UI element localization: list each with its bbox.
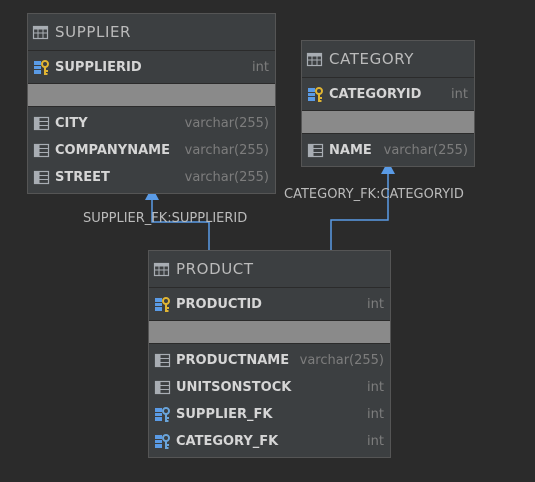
supplier-table-title: SUPPLIER [55,23,132,41]
foreign-key-icon [155,434,170,449]
primary-key-icon [34,60,49,75]
column-row-companyname[interactable]: COMPANYNAME varchar(255) [28,137,275,164]
foreign-key-icon [155,407,170,422]
column-name: PRODUCTNAME [176,353,290,368]
column-name: STREET [55,170,110,185]
column-row-city[interactable]: CITY varchar(255) [28,110,275,137]
column-icon [33,170,50,185]
column-row-categoryid[interactable]: CATEGORYID int [302,81,474,108]
column-type: varchar(255) [184,143,269,158]
column-name: PRODUCTID [176,297,262,312]
column-row-productname[interactable]: PRODUCTNAME varchar(255) [149,347,390,374]
column-row-name[interactable]: NAME varchar(255) [302,137,474,164]
column-name: SUPPLIERID [55,60,142,75]
column-icon [33,143,50,158]
category-table-title: CATEGORY [329,50,415,68]
category-table[interactable]: CATEGORY CATEGORYID int [301,40,475,167]
section-divider [302,111,474,134]
column-icon [33,116,50,131]
column-name: CATEGORY_FK [176,434,279,449]
column-icon [154,353,171,368]
column-type: varchar(255) [184,170,269,185]
column-row-supplier-fk[interactable]: SUPPLIER_FK int [149,401,390,428]
column-type: int [252,60,269,75]
column-name: NAME [329,143,372,158]
column-row-unitsonstock[interactable]: UNITSONSTOCK int [149,374,390,401]
column-type: varchar(255) [184,116,269,131]
supplier-table-header[interactable]: SUPPLIER [28,14,275,51]
supplier-fk-link-label: SUPPLIER_FK:SUPPLIERID [83,211,248,226]
column-name: CITY [55,116,88,131]
primary-key-icon [308,87,323,102]
product-table[interactable]: PRODUCT PRODUCTID int [148,250,391,458]
category-fk-link-label: CATEGORY_FK:CATEGORYID [284,187,464,202]
column-type: int [367,380,384,395]
column-row-supplierid[interactable]: SUPPLIERID int [28,54,275,81]
category-fk-line [330,172,389,250]
column-type: varchar(255) [299,353,384,368]
primary-key-icon [155,297,170,312]
column-icon [307,143,324,158]
column-name: COMPANYNAME [55,143,170,158]
table-icon [306,52,323,66]
column-type: int [367,434,384,449]
column-name: UNITSONSTOCK [176,380,292,395]
column-type: int [367,297,384,312]
product-table-header[interactable]: PRODUCT [149,251,390,288]
column-type: int [367,407,384,422]
table-icon [153,262,170,276]
column-name: SUPPLIER_FK [176,407,273,422]
product-table-title: PRODUCT [176,260,254,278]
column-type: varchar(255) [383,143,468,158]
column-type: int [451,87,468,102]
column-name: CATEGORYID [329,87,422,102]
category-table-header[interactable]: CATEGORY [302,41,474,78]
table-icon [32,25,49,39]
category-fk-arrowhead [381,161,395,174]
column-row-productid[interactable]: PRODUCTID int [149,291,390,318]
supplier-fk-line [151,198,210,250]
column-row-street[interactable]: STREET varchar(255) [28,164,275,191]
section-divider [28,84,275,107]
supplier-table[interactable]: SUPPLIER SUPPLIERID int [27,13,276,194]
section-divider [149,321,390,344]
column-row-category-fk[interactable]: CATEGORY_FK int [149,428,390,455]
column-icon [154,380,171,395]
